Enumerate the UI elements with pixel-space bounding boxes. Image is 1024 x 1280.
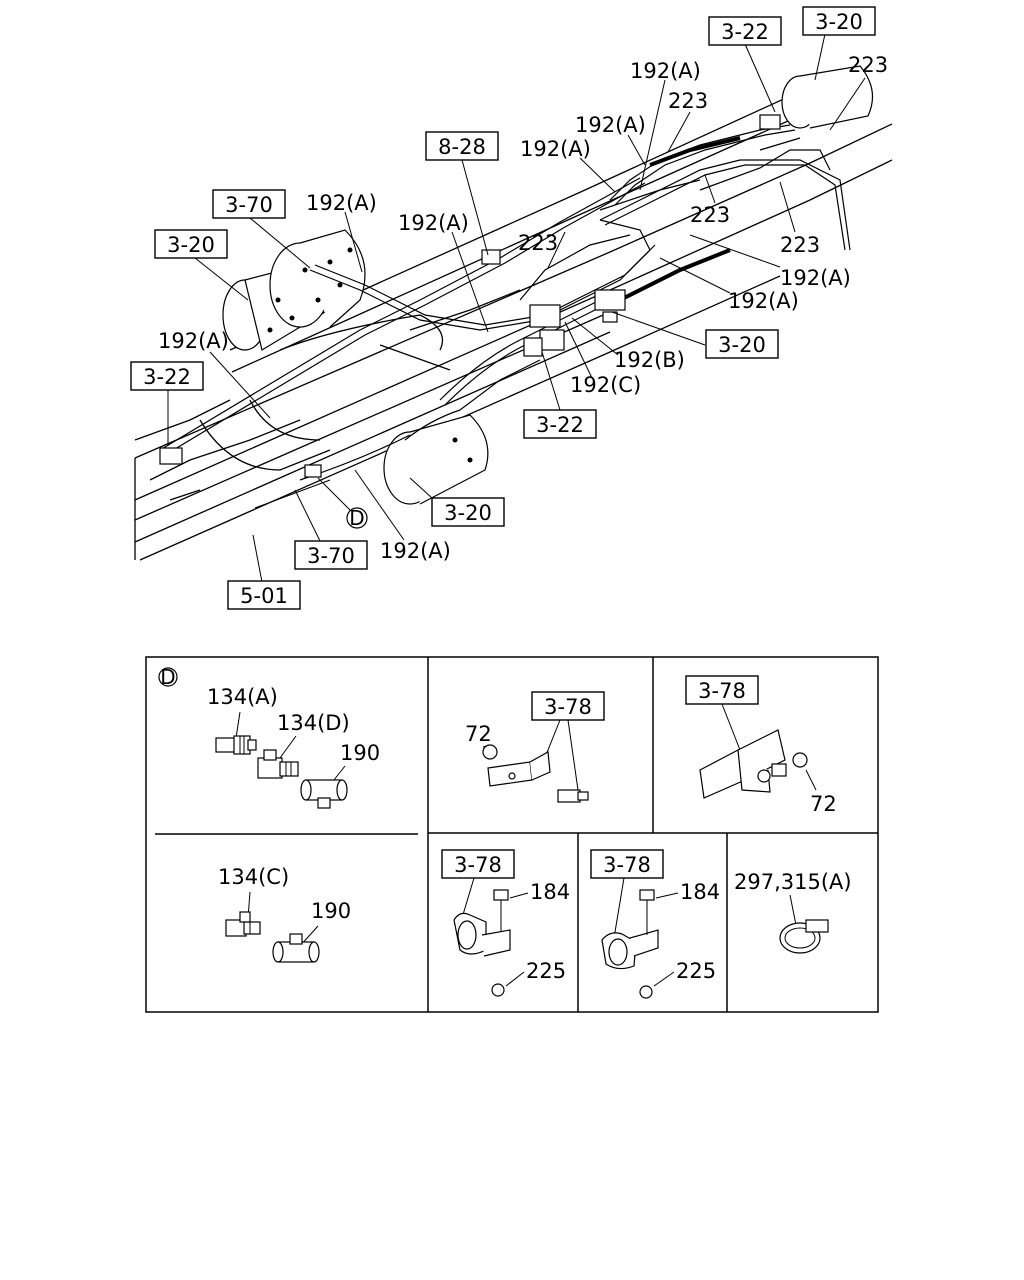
ref-box-8-28[interactable]: 8-28 — [425, 131, 499, 161]
svg-text:3-20: 3-20 — [815, 10, 863, 34]
valve-cluster — [159, 114, 781, 478]
svg-text:3-78: 3-78 — [698, 679, 746, 703]
label-223-4: 223 — [518, 231, 558, 255]
label-190-1: 190 — [340, 741, 380, 765]
label-192b: 192(B) — [614, 348, 685, 372]
label-192a-3: 192(A) — [520, 137, 591, 161]
label-192a-2: 192(A) — [575, 113, 646, 137]
label-225-1: 225 — [526, 959, 566, 983]
ref-box-3-70-left[interactable]: 3-70 — [212, 189, 286, 219]
ref-box-5-01[interactable]: 5-01 — [227, 580, 301, 610]
label-223-5: 223 — [780, 233, 820, 257]
svg-text:3-20: 3-20 — [718, 333, 766, 357]
label-72-2: 72 — [810, 792, 837, 816]
bolt-icon — [557, 789, 589, 803]
clip-b-icon — [601, 889, 659, 999]
long-bracket-icon — [699, 729, 808, 799]
ref-box-3-20-right[interactable]: 3-20 — [705, 329, 779, 359]
label-134c: 134(C) — [218, 865, 289, 889]
detail-table — [145, 656, 879, 1013]
leader-lines — [167, 33, 866, 583]
svg-text:3-20: 3-20 — [167, 233, 215, 257]
air-tank-lower — [383, 414, 489, 505]
svg-text:3-20: 3-20 — [444, 501, 492, 525]
svg-text:D: D — [349, 506, 364, 530]
bracket-icon — [482, 744, 551, 787]
label-192a-6: 192(A) — [780, 266, 851, 290]
label-134a: 134(A) — [207, 685, 278, 709]
svg-text:3-78: 3-78 — [544, 695, 592, 719]
ref-box-3-78-b[interactable]: 3-78 — [685, 675, 759, 705]
label-192a-9: 192(A) — [380, 539, 451, 563]
label-184-2: 184 — [680, 880, 720, 904]
tee-190b-icon — [272, 933, 320, 963]
clip-cell-1: 3-78 184 225 — [441, 849, 570, 997]
callout-d-marker[interactable]: D — [346, 506, 368, 530]
label-223-3: 223 — [690, 203, 730, 227]
air-tank-left — [222, 229, 366, 351]
fitting-134c-icon — [225, 911, 261, 937]
fitting-134d-icon — [257, 749, 299, 779]
bracket-cell-2: 3-78 72 — [685, 675, 837, 816]
label-192a-8: 192(A) — [158, 329, 229, 353]
label-192c: 192(C) — [570, 373, 641, 397]
ref-box-3-20-top[interactable]: 3-20 — [802, 6, 876, 36]
ref-box-3-78-a[interactable]: 3-78 — [531, 691, 605, 721]
label-190-2: 190 — [311, 899, 351, 923]
label-192a-1: 192(A) — [630, 59, 701, 83]
label-297-315a: 297,315(A) — [734, 870, 852, 894]
label-223-1: 223 — [848, 53, 888, 77]
label-192a-4: 192(A) — [306, 191, 377, 215]
svg-text:3-70: 3-70 — [307, 544, 355, 568]
ref-box-3-20-left[interactable]: 3-20 — [154, 229, 228, 259]
svg-text:3-22: 3-22 — [143, 365, 191, 389]
detail-d-marker: D — [160, 665, 175, 689]
fitting-134a-icon — [215, 735, 257, 755]
band-cell: 297,315(A) — [734, 870, 852, 954]
ref-box-3-20-bottom[interactable]: 3-20 — [431, 497, 505, 527]
svg-text:3-22: 3-22 — [536, 413, 584, 437]
ref-box-3-70-bottom[interactable]: 3-70 — [294, 540, 368, 570]
bracket-cell-1: 72 3-78 — [465, 691, 605, 803]
svg-text:3-22: 3-22 — [721, 20, 769, 44]
label-134d: 134(D) — [277, 711, 350, 735]
label-184-1: 184 — [530, 880, 570, 904]
label-72-1: 72 — [465, 722, 492, 746]
svg-text:3-78: 3-78 — [603, 853, 651, 877]
svg-text:3-70: 3-70 — [225, 193, 273, 217]
ref-box-3-78-d[interactable]: 3-78 — [590, 849, 664, 879]
ref-box-3-78-c[interactable]: 3-78 — [441, 849, 515, 879]
air-lines — [159, 124, 851, 509]
detail-d-cell: D 134(A) 134(D) 190 134(C) 190 — [158, 665, 380, 963]
label-192a-5: 192(A) — [398, 211, 469, 235]
tee-190-icon — [300, 779, 348, 809]
hose-band-icon — [779, 919, 829, 954]
svg-text:3-78: 3-78 — [454, 853, 502, 877]
ref-box-3-22-left[interactable]: 3-22 — [130, 361, 204, 391]
ref-box-3-22-mid[interactable]: 3-22 — [523, 409, 597, 439]
air-tank-upper — [781, 65, 874, 129]
label-225-2: 225 — [676, 959, 716, 983]
center-tank — [279, 314, 451, 371]
clip-cell-2: 3-78 184 225 — [590, 849, 720, 999]
svg-text:5-01: 5-01 — [240, 584, 288, 608]
ref-box-3-22-top[interactable]: 3-22 — [708, 16, 782, 46]
label-223-2: 223 — [668, 89, 708, 113]
clip-icon — [453, 889, 511, 997]
svg-text:8-28: 8-28 — [438, 135, 486, 159]
label-192a-7: 192(A) — [728, 289, 799, 313]
